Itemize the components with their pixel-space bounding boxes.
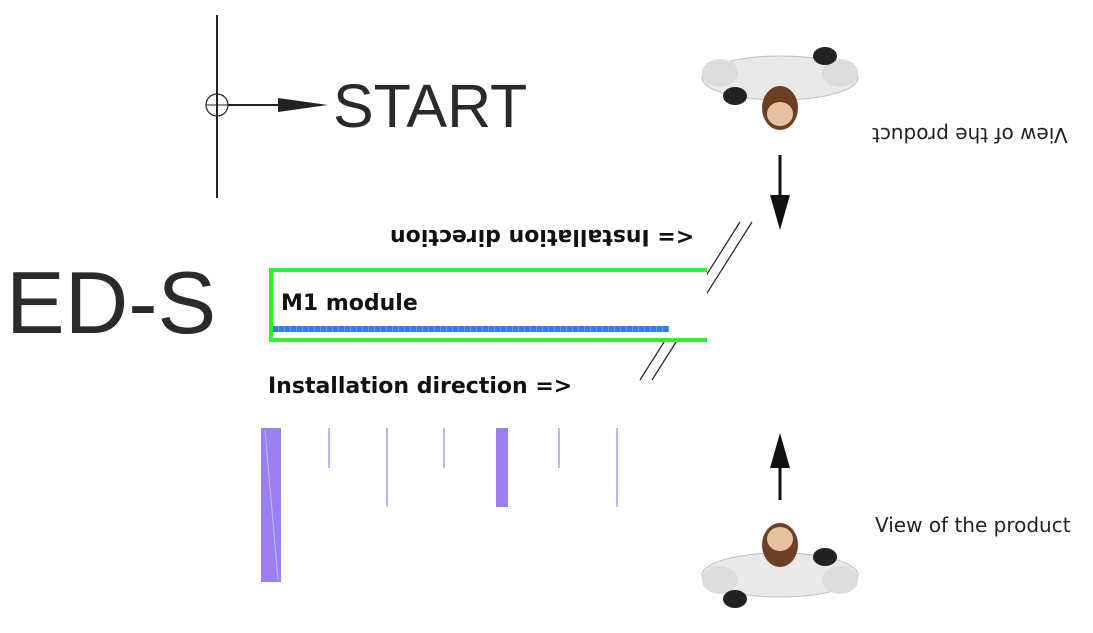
arrow-down-icon xyxy=(770,155,790,230)
view-label-top: View of the product xyxy=(872,123,1068,147)
installation-direction-reverse: <= Installation direction xyxy=(390,224,695,249)
viewer-top-icon xyxy=(701,47,859,130)
product-code: ED-S xyxy=(6,253,217,352)
installation-direction-forward: Installation direction => xyxy=(268,374,573,399)
profile-mark-medium xyxy=(496,428,508,507)
start-label: START xyxy=(333,72,528,140)
profile-marks xyxy=(261,428,618,582)
arrow-up-icon xyxy=(770,433,790,500)
view-label-bottom: View of the product xyxy=(875,513,1071,537)
module-label: M1 module xyxy=(281,291,418,316)
start-marker-icon xyxy=(205,15,328,198)
viewer-bottom-icon xyxy=(701,523,859,608)
profile-mark-hatch xyxy=(264,429,279,581)
m1-module-strip xyxy=(273,326,669,332)
